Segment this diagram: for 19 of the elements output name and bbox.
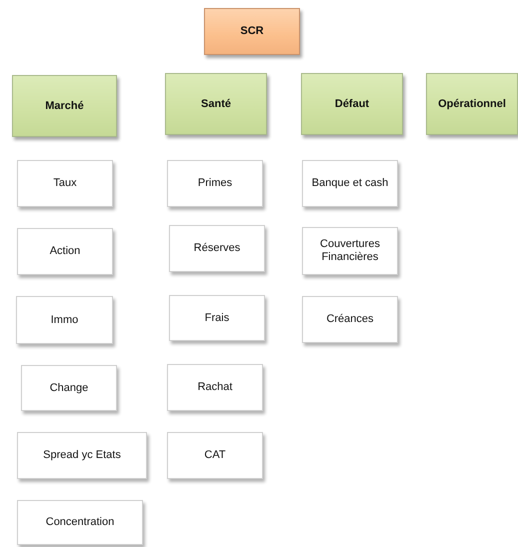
root-box: SCR — [204, 8, 300, 55]
category-box: Marché — [12, 75, 117, 137]
item-box: Couvertures Financières — [302, 227, 398, 275]
item-box: Immo — [16, 296, 113, 344]
item-box: Primes — [167, 160, 263, 207]
item-box: Réserves — [169, 225, 265, 272]
item-box: Banque et cash — [302, 160, 398, 207]
category-box: Opérationnel — [426, 73, 518, 135]
item-box: Spread yc Etats — [17, 432, 147, 479]
category-box: Santé — [165, 73, 267, 135]
item-box: Frais — [169, 295, 265, 341]
item-box: Taux — [17, 160, 113, 207]
item-box: Créances — [302, 296, 398, 343]
category-box: Défaut — [301, 73, 403, 135]
item-box: Change — [21, 365, 117, 411]
item-box: Rachat — [167, 364, 263, 411]
item-box: Concentration — [17, 500, 143, 545]
item-box: Action — [17, 228, 113, 275]
item-box: CAT — [167, 432, 263, 479]
